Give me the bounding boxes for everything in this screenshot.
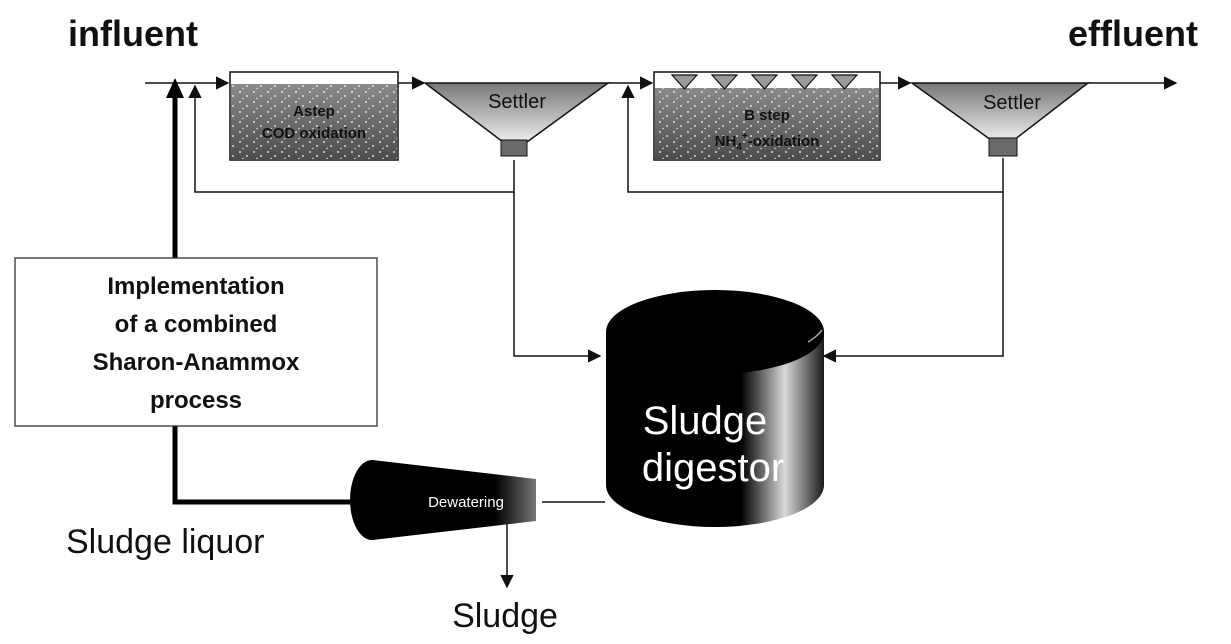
dewatering-label: Dewatering bbox=[428, 494, 504, 511]
b-step-description: NH4+-oxidation bbox=[715, 131, 820, 153]
sludge-liquor-arrowhead bbox=[166, 78, 184, 98]
settler-2: Settler bbox=[909, 82, 1091, 157]
b-step-tank: B step NH4+-oxidation bbox=[653, 71, 881, 161]
settler-1-label: Settler bbox=[488, 91, 546, 113]
sludge-lines bbox=[500, 192, 1004, 589]
digestor-label-1: Sludge bbox=[643, 399, 768, 443]
sludge-output-label: Sludge bbox=[452, 597, 558, 635]
implementation-box: Implementation of a combined Sharon-Anam… bbox=[14, 257, 378, 427]
settler-2-label: Settler bbox=[983, 92, 1041, 114]
sludge-liquor-label: Sludge liquor bbox=[66, 523, 264, 561]
sludge-digestor: Sludge digestor bbox=[606, 290, 824, 527]
effluent-label: effluent bbox=[1068, 13, 1198, 54]
recycle-loop-a bbox=[188, 84, 515, 193]
influent-label: influent bbox=[68, 13, 198, 54]
a-step-label: Astep bbox=[293, 103, 335, 120]
implementation-line-1: Implementation bbox=[107, 273, 284, 300]
aeration-diffusers bbox=[670, 74, 859, 90]
dewatering-unit: Dewatering bbox=[350, 460, 536, 540]
implementation-line-2: of a combined bbox=[115, 311, 278, 338]
digestor-label-2: digestor bbox=[642, 446, 784, 490]
sludge-liquor-return-line bbox=[172, 92, 350, 505]
implementation-line-4: process bbox=[150, 387, 242, 414]
a-step-description: COD oxidation bbox=[262, 125, 366, 142]
b-step-label: B step bbox=[744, 107, 790, 124]
settler-1: Settler bbox=[422, 82, 611, 157]
recycle-loop-b bbox=[621, 84, 1004, 193]
a-step-tank: Astep COD oxidation bbox=[229, 71, 399, 161]
implementation-line-3: Sharon-Anammox bbox=[93, 349, 300, 376]
